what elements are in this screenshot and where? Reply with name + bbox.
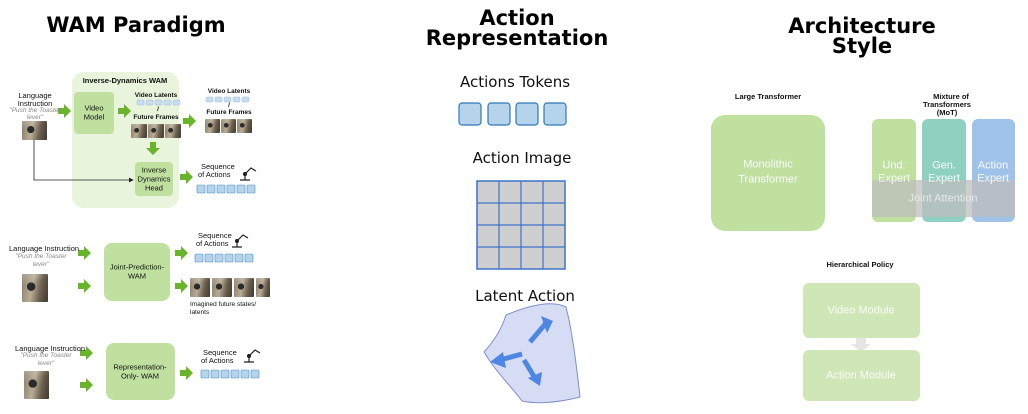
future-frames-label: Future Frames <box>133 114 178 122</box>
arrow-icon <box>175 246 188 260</box>
latent-frame-photo <box>131 124 147 138</box>
output-frame-photo <box>221 119 236 133</box>
gen-expert-label: Expert <box>928 173 960 186</box>
joint-attention-label: Joint Attention <box>908 193 977 206</box>
arrow-icon <box>80 378 93 392</box>
language-instruction-label: Language Instruction <box>9 244 79 253</box>
representation-only-label: Only- WAM <box>121 372 159 381</box>
arrow-down-icon <box>851 338 871 352</box>
output-future-frames-label: Future Frames <box>206 109 251 117</box>
sequence-of-actions-label: of Actions <box>198 170 231 179</box>
video-latents-label: Video Latents <box>135 92 178 100</box>
joint-prediction-label: WAM <box>128 272 146 281</box>
gen-expert-label: Gen. <box>932 160 956 173</box>
imagined-frame-photo <box>256 278 270 297</box>
und-expert-label: Und. <box>882 160 905 173</box>
action-expert-label: Expert <box>977 173 1009 186</box>
sequence-of-actions-label: of Actions <box>201 356 234 365</box>
output-frame-photo <box>205 119 220 133</box>
video-model-label: Video <box>84 104 103 113</box>
action-sequence-tokens <box>201 370 259 378</box>
arrow-icon <box>175 279 188 293</box>
arrow-icon <box>78 279 91 293</box>
monolithic-label: Transformer <box>738 174 798 187</box>
inverse-head-label: Inverse <box>142 166 167 175</box>
robot-arm-icon <box>240 168 256 180</box>
arrow-icon <box>78 246 91 260</box>
imagined-frame-photo <box>190 278 210 297</box>
imagined-future-label: latents <box>190 309 209 317</box>
scene-photo <box>22 274 48 302</box>
action-image-grid <box>477 181 565 269</box>
und-expert-label: Expert <box>878 173 910 186</box>
output-video-latents-label: Video Latents <box>208 88 251 96</box>
video-latent-tokens <box>137 100 180 105</box>
instruction-quote: lever" <box>38 360 54 368</box>
action-tokens-row <box>459 103 566 125</box>
arrow-icon <box>183 114 196 128</box>
wam-paradigm-title: WAM Paradigm <box>46 14 225 36</box>
imagined-future-label: Imagined future states/ <box>190 301 256 309</box>
imagined-frame-photo <box>234 278 254 297</box>
representation-only-label: Representation- <box>113 363 166 372</box>
latents-slash: / <box>157 106 159 114</box>
inverse-panel-title: Inverse-Dynamics WAM <box>83 76 168 85</box>
instruction-quote: lever" <box>33 261 49 269</box>
joint-prediction-label: Joint-Prediction- <box>110 263 164 272</box>
video-module-label: Video Module <box>827 305 894 318</box>
architecture-style-title-line2: Style <box>832 35 892 57</box>
robot-arm-icon <box>244 350 260 362</box>
inverse-head-label: Dynamics <box>138 175 171 184</box>
mot-title: (MoT) <box>937 108 957 117</box>
action-sequence-tokens <box>195 254 253 262</box>
robot-arm-icon <box>232 235 248 247</box>
inverse-head-label: Head <box>145 184 163 193</box>
latent-action-sheet <box>484 304 580 403</box>
hierarchical-policy-title: Hierarchical Policy <box>826 260 893 269</box>
arrow-icon <box>180 366 193 380</box>
scene-photo <box>24 371 49 399</box>
monolithic-label: Monolithic <box>743 159 793 172</box>
arrow-icon <box>180 170 193 184</box>
action-module-label: Action Module <box>826 370 896 383</box>
action-image-label: Action Image <box>473 149 572 167</box>
latent-frame-photo <box>148 124 164 138</box>
action-tokens-label: Actions Tokens <box>460 73 570 91</box>
action-representation-title-line2: Representation <box>426 27 609 49</box>
scene-photo <box>22 121 47 140</box>
latent-action-label: Latent Action <box>475 287 575 305</box>
video-model-label: Model <box>84 113 104 122</box>
latent-frame-photo <box>165 124 181 138</box>
action-sequence-tokens <box>197 185 255 193</box>
output-frame-photo <box>237 119 252 133</box>
instruction-quote: lever" <box>27 114 43 122</box>
sequence-of-actions-label: of Actions <box>196 239 229 248</box>
action-expert-label: Action <box>978 160 1009 173</box>
imagined-frame-photo <box>212 278 232 297</box>
instruction-quote: "Push the Toaster <box>15 253 66 261</box>
large-transformer-title: Large Transformer <box>735 92 801 101</box>
instruction-quote: "Push the Toaster <box>20 352 71 360</box>
